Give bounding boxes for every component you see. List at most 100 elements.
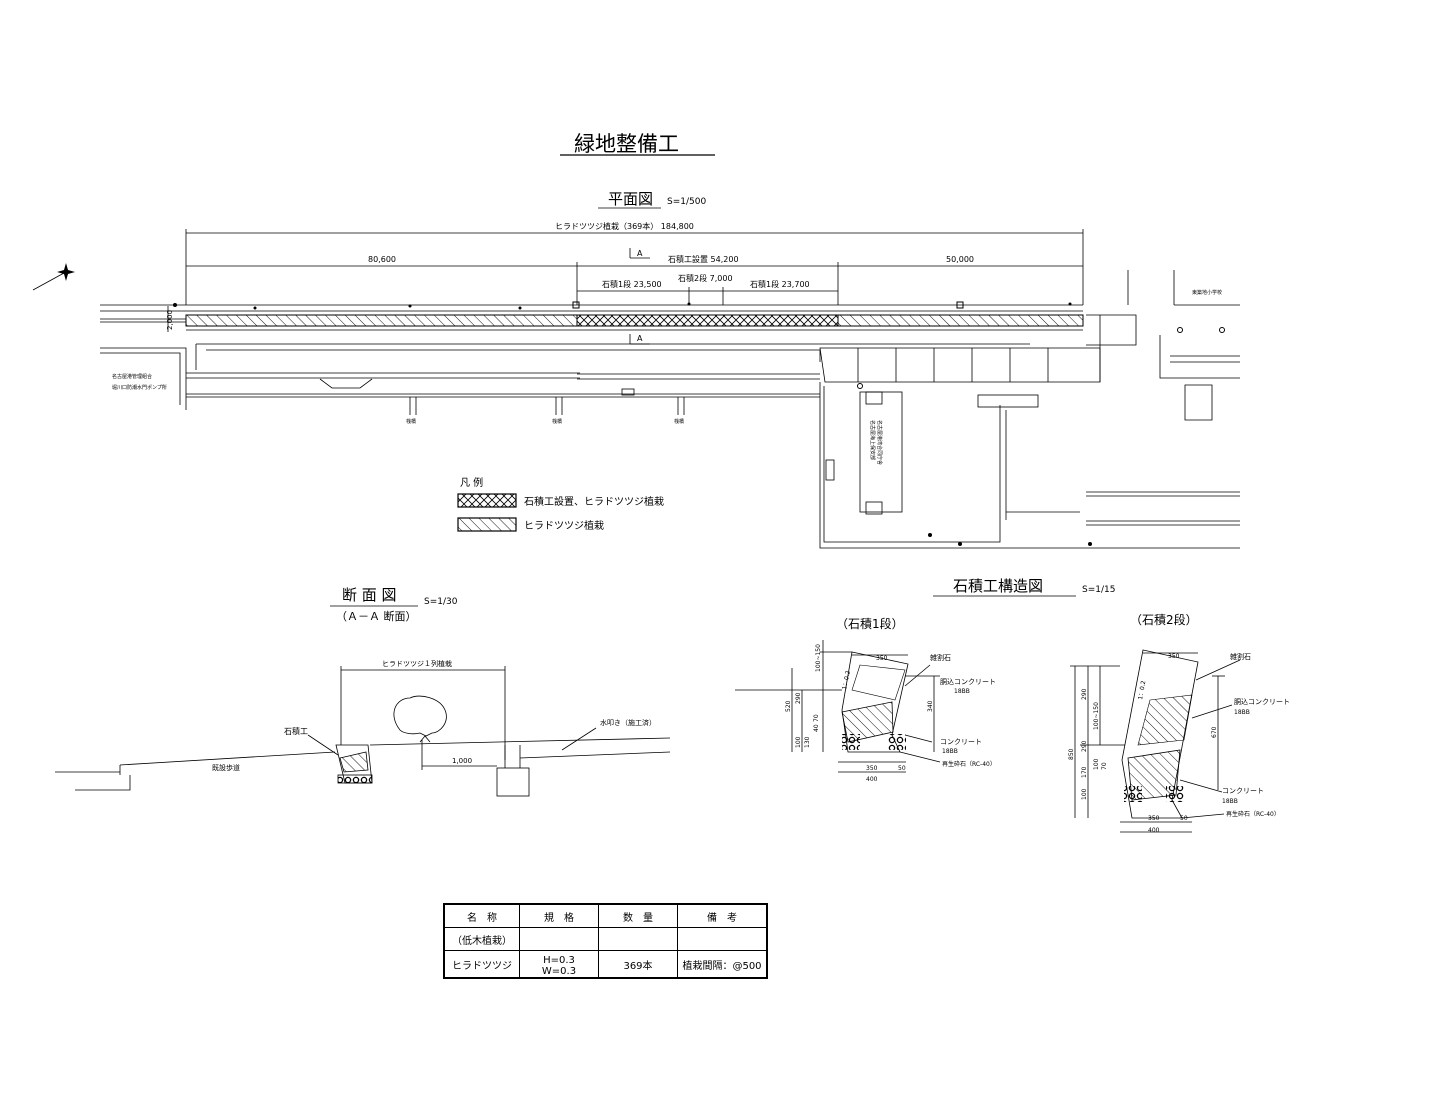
- one-tier-slope: 1：0.2: [841, 670, 852, 691]
- section-mark-top: [629, 248, 650, 259]
- table-cell: ヒラドツツジ: [443, 950, 520, 979]
- two-tier-dim-100-b: 100: [1081, 788, 1088, 800]
- one-tier-label-18bb-a: 18BB: [954, 688, 970, 695]
- label-building-2: 名古屋港湾合同庁舎: [876, 420, 883, 465]
- dim-width: 2,000: [166, 310, 174, 330]
- table-cell: 植栽間隔：@500: [677, 950, 768, 979]
- table-row: ヒラドツツジ H=0.3 W=0.3 369本 植栽間隔：@500: [443, 950, 768, 979]
- label-pier-3: 桟橋: [674, 418, 684, 425]
- table-cell: 369本: [598, 950, 678, 979]
- one-tier-label-stone: 雑割石: [930, 653, 951, 662]
- dim-stone-range: 石積工設置 54,200: [668, 254, 739, 264]
- plan-heading: 平面図: [608, 190, 653, 208]
- one-tier-label-core-concrete: 胴込コンクリート: [940, 677, 996, 686]
- one-tier-dim-290: 290: [795, 692, 802, 704]
- label-building-1: 名古屋海上保安部: [869, 420, 876, 460]
- two-tier-label-18bb-b: 18BB: [1222, 798, 1238, 805]
- legend-title: 凡 例: [460, 476, 483, 489]
- two-tier-label-concrete: コンクリート: [1222, 787, 1264, 795]
- section-drain: 水叩き（施工済）: [600, 718, 656, 727]
- two-tier-dim-170: 170: [1081, 766, 1088, 778]
- quantity-table: 名 称 規 格 数 量 備 考 （低木植栽） ヒラドツツジ H=0.3 W=0.…: [443, 903, 768, 979]
- table-header-spec: 規 格: [519, 903, 599, 928]
- one-tier-dim-520: 520: [785, 700, 792, 712]
- table-cell: （低木植栽）: [443, 927, 520, 951]
- one-tier-dim-340: 340: [927, 700, 934, 712]
- table-row: （低木植栽）: [443, 927, 768, 951]
- section-mark-a-top: A: [637, 249, 643, 258]
- two-tier-slope: 1：0.2: [1137, 680, 1147, 700]
- section-sub: （Ａ－Ａ 断面）: [336, 609, 417, 623]
- section-stone-label: 石積工: [284, 726, 308, 736]
- label-pier-1: 桟橋: [406, 418, 416, 425]
- legend-item-stone-planting: 石積工設置、ヒラドツツジ植栽: [524, 495, 664, 508]
- table-header-row: 名 称 規 格 数 量 備 考: [443, 903, 768, 928]
- dim-stone1a: 石積1段 23,500: [602, 279, 662, 289]
- label-pump-station-1: 名古屋港管理組合: [112, 373, 152, 380]
- two-tier-label-core-concrete: 胴込コンクリート: [1234, 697, 1290, 706]
- table-cell: [519, 927, 599, 951]
- plan-dimensions: [167, 229, 1084, 332]
- two-tier-dim-bottom-350: 350: [1148, 815, 1160, 822]
- north-arrow-icon: [32, 263, 75, 291]
- two-tier-dim-850: 850: [1068, 748, 1075, 760]
- plan-scale: S=1/500: [667, 197, 706, 207]
- plan-markers: [173, 301, 1225, 546]
- planting-strip-left: [185, 314, 578, 327]
- legend-swatch-cross: [457, 493, 517, 508]
- one-tier-drawing: [735, 640, 941, 773]
- one-tier-dim-bottom-50: 50: [898, 765, 906, 772]
- plan-road: [100, 304, 1083, 323]
- two-tier-dim-670: 670: [1211, 726, 1218, 738]
- section-planting-width: ヒラドツツジ１列植栽: [382, 659, 452, 668]
- one-tier-dim-70: 70: [813, 714, 820, 722]
- one-tier-label-gravel: 再生砕石（RC-40）: [942, 760, 996, 768]
- legend-item-planting: ヒラドツツジ植栽: [524, 519, 604, 532]
- dim-stone2: 石積2段 7,000: [678, 273, 733, 283]
- table-cell: [677, 927, 768, 951]
- dim-right: 50,000: [946, 255, 974, 264]
- two-tier-dim-bottom-400: 400: [1148, 827, 1160, 834]
- one-tier-dim-top: 350: [876, 655, 888, 662]
- section-walkway: 既設歩道: [212, 763, 240, 772]
- table-header-name: 名 称: [443, 903, 520, 928]
- planting-strip-stone: [576, 314, 839, 327]
- table-cell: [598, 927, 678, 951]
- section-scale: S=1/30: [424, 597, 458, 607]
- table-cell: H=0.3 W=0.3: [519, 950, 599, 979]
- label-school: 東築地小学校: [1192, 289, 1222, 296]
- one-tier-dim-bottom-350: 350: [866, 765, 878, 772]
- two-tier-label-stone: 雑割石: [1230, 652, 1251, 661]
- one-tier-dim-100-150: 100~150: [815, 644, 822, 672]
- two-tier-dim-bottom-50: 50: [1180, 815, 1188, 822]
- one-tier-dim-100: 100: [795, 736, 802, 748]
- two-tier-label-18bb-a: 18BB: [1234, 709, 1250, 716]
- two-tier-dim-100: 100: [1093, 758, 1100, 770]
- one-tier-dim-40: 40: [813, 724, 820, 732]
- label-pier-2: 桟橋: [552, 418, 562, 425]
- two-tier-dim-top: 350: [1168, 653, 1180, 660]
- two-tier-dim-70: 70: [1101, 762, 1108, 770]
- section-dim-1000: 1,000: [452, 757, 472, 765]
- dim-stone1b: 石積1段 23,700: [750, 279, 810, 289]
- section-drawing: [55, 666, 671, 797]
- section-heading: 断 面 図: [342, 586, 397, 604]
- one-tier-title: （石積1段）: [836, 616, 904, 631]
- table-header-note: 備 考: [677, 903, 768, 928]
- one-tier-label-concrete: コンクリート: [940, 738, 982, 746]
- one-tier-label-18bb-b: 18BB: [942, 748, 958, 755]
- dim-total: ヒラドツツジ植栽（369本） 184,800: [555, 221, 694, 231]
- table-header-qty: 数 量: [598, 903, 678, 928]
- two-tier-dim-100-150: 100~150: [1093, 702, 1100, 730]
- structure-heading: 石積工構造図: [953, 577, 1043, 595]
- two-tier-dim-290-a: 290: [1081, 688, 1088, 700]
- two-tier-label-gravel: 再生砕石（RC-40）: [1226, 810, 1280, 818]
- label-pump-station-2: 堀川口防潮水門ポンプ所: [112, 384, 167, 391]
- drawing-title: 緑地整備工: [574, 132, 679, 156]
- structure-scale: S=1/15: [1082, 585, 1115, 595]
- plan-waterfront: [100, 270, 1240, 549]
- dim-left: 80,600: [368, 255, 396, 264]
- two-tier-drawing: [1070, 649, 1241, 833]
- section-mark-a-bottom: A: [637, 334, 643, 343]
